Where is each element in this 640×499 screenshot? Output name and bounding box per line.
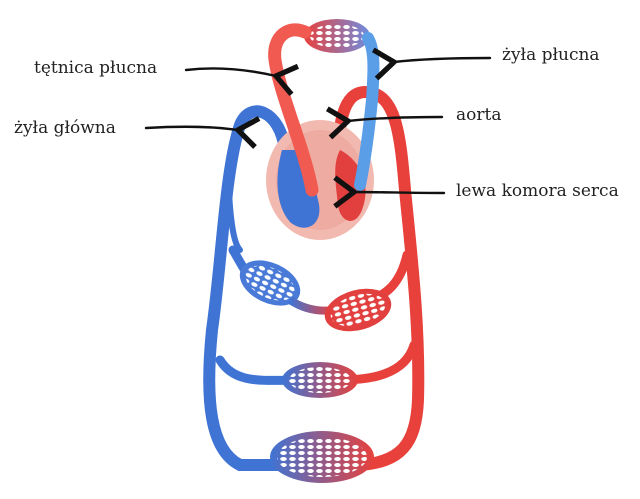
label-arrows	[144, 47, 492, 209]
label-vena-cava: żyła główna	[14, 118, 116, 138]
label-pulmonary-artery: tętnica płucna	[34, 58, 158, 78]
arrow-pulmonary-artery	[184, 63, 300, 97]
arrow-vena-cava	[144, 116, 261, 149]
label-left-ventricle: lewa komora serca	[456, 181, 619, 201]
arrow-aorta	[325, 106, 444, 140]
right-ventricle	[277, 150, 320, 228]
label-aorta: aorta	[456, 105, 502, 125]
capillary-bed-upper-left	[239, 260, 301, 306]
arrow-left-ventricle	[333, 175, 446, 209]
capillary-bed-upper-right	[324, 288, 392, 332]
label-pulmonary-vein: żyła płucna	[502, 45, 600, 65]
capillary-bed-lungs	[304, 19, 370, 53]
arrow-pulmonary-vein	[371, 47, 492, 81]
capillary-bed-middle	[282, 362, 358, 398]
capillary-bed-lower	[270, 431, 374, 483]
